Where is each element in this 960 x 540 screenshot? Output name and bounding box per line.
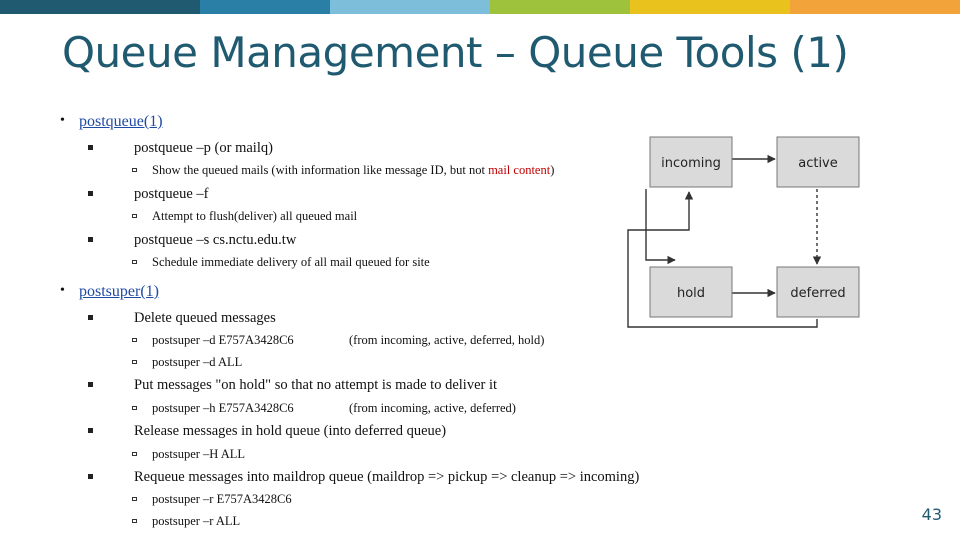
accent-segment — [490, 0, 630, 14]
command-text: Release messages in hold queue (into def… — [134, 423, 447, 439]
sub-note: (from incoming, active, deferred, hold) — [349, 333, 545, 347]
bullet-hollow — [132, 519, 137, 523]
active-label: active — [798, 156, 838, 171]
bullet-dot: • — [60, 113, 65, 128]
deferred-box: deferred — [776, 266, 860, 318]
bullet-square — [88, 474, 93, 479]
detail-text: Attempt to flush(deliver) all queued mai… — [152, 209, 358, 223]
bullet-square — [88, 315, 93, 320]
detail-text: Schedule immediate delivery of all mail … — [152, 255, 430, 269]
postqueue-link[interactable]: postqueue(1) — [79, 113, 163, 130]
accent-segment — [790, 0, 960, 14]
sub-text: postsuper –h E757A3428C6 — [152, 401, 294, 415]
incoming-box: incoming — [649, 136, 733, 188]
command-text: Requeue messages into maildrop queue (ma… — [134, 469, 640, 485]
deferred-label: deferred — [790, 286, 845, 301]
detail-prefix: Show the queued mails (with information … — [152, 163, 489, 177]
hold-label: hold — [677, 286, 705, 301]
sub-text: postsuper –d ALL — [152, 355, 243, 369]
sub-text: postsuper –H ALL — [152, 447, 246, 461]
accent-segment — [200, 0, 330, 14]
bullet-hollow — [132, 214, 137, 218]
command-text: postqueue –p (or mailq) — [134, 140, 273, 156]
detail-suffix: ) — [550, 163, 555, 177]
arrow-deferred-to-incoming — [627, 191, 818, 328]
queue-diagram: incoming active hold deferred — [627, 136, 860, 328]
bullet-dot: • — [60, 283, 65, 298]
command-text: Delete queued messages — [134, 310, 276, 326]
sub-text: postsuper –r ALL — [152, 514, 241, 528]
bullet-square — [88, 428, 93, 433]
detail-highlight: mail content — [488, 163, 551, 177]
sub-text: postsuper –d E757A3428C6 — [152, 333, 294, 347]
bullet-square — [88, 191, 93, 196]
active-box: active — [776, 136, 860, 188]
incoming-label: incoming — [661, 156, 721, 171]
page-number: 43 — [921, 505, 942, 524]
hold-box: hold — [649, 266, 733, 318]
accent-segment — [330, 0, 490, 14]
accent-bar — [0, 0, 960, 14]
accent-segment — [630, 0, 790, 14]
bullet-square — [88, 237, 93, 242]
postsuper-link[interactable]: postsuper(1) — [79, 283, 159, 300]
bullet-hollow — [132, 260, 137, 264]
bullet-square — [88, 382, 93, 387]
command-text: Put messages "on hold" so that no attemp… — [134, 377, 498, 393]
command-text: postqueue –f — [134, 186, 209, 202]
bullet-hollow — [132, 338, 137, 342]
bullet-square — [88, 145, 93, 150]
detail-text: Show the queued mails (with information … — [152, 163, 554, 178]
bullet-hollow — [132, 168, 137, 172]
slide-title: Queue Management – Queue Tools (1) — [62, 28, 849, 77]
bullet-hollow — [132, 406, 137, 410]
sub-text: postsuper –r E757A3428C6 — [152, 492, 292, 506]
bullet-hollow — [132, 360, 137, 364]
sub-note: (from incoming, active, deferred) — [349, 401, 516, 415]
bullet-hollow — [132, 452, 137, 456]
bullet-hollow — [132, 497, 137, 501]
command-text: postqueue –s cs.nctu.edu.tw — [134, 232, 297, 248]
accent-segment — [0, 0, 200, 14]
arrow-incoming-to-hold — [645, 189, 676, 265]
